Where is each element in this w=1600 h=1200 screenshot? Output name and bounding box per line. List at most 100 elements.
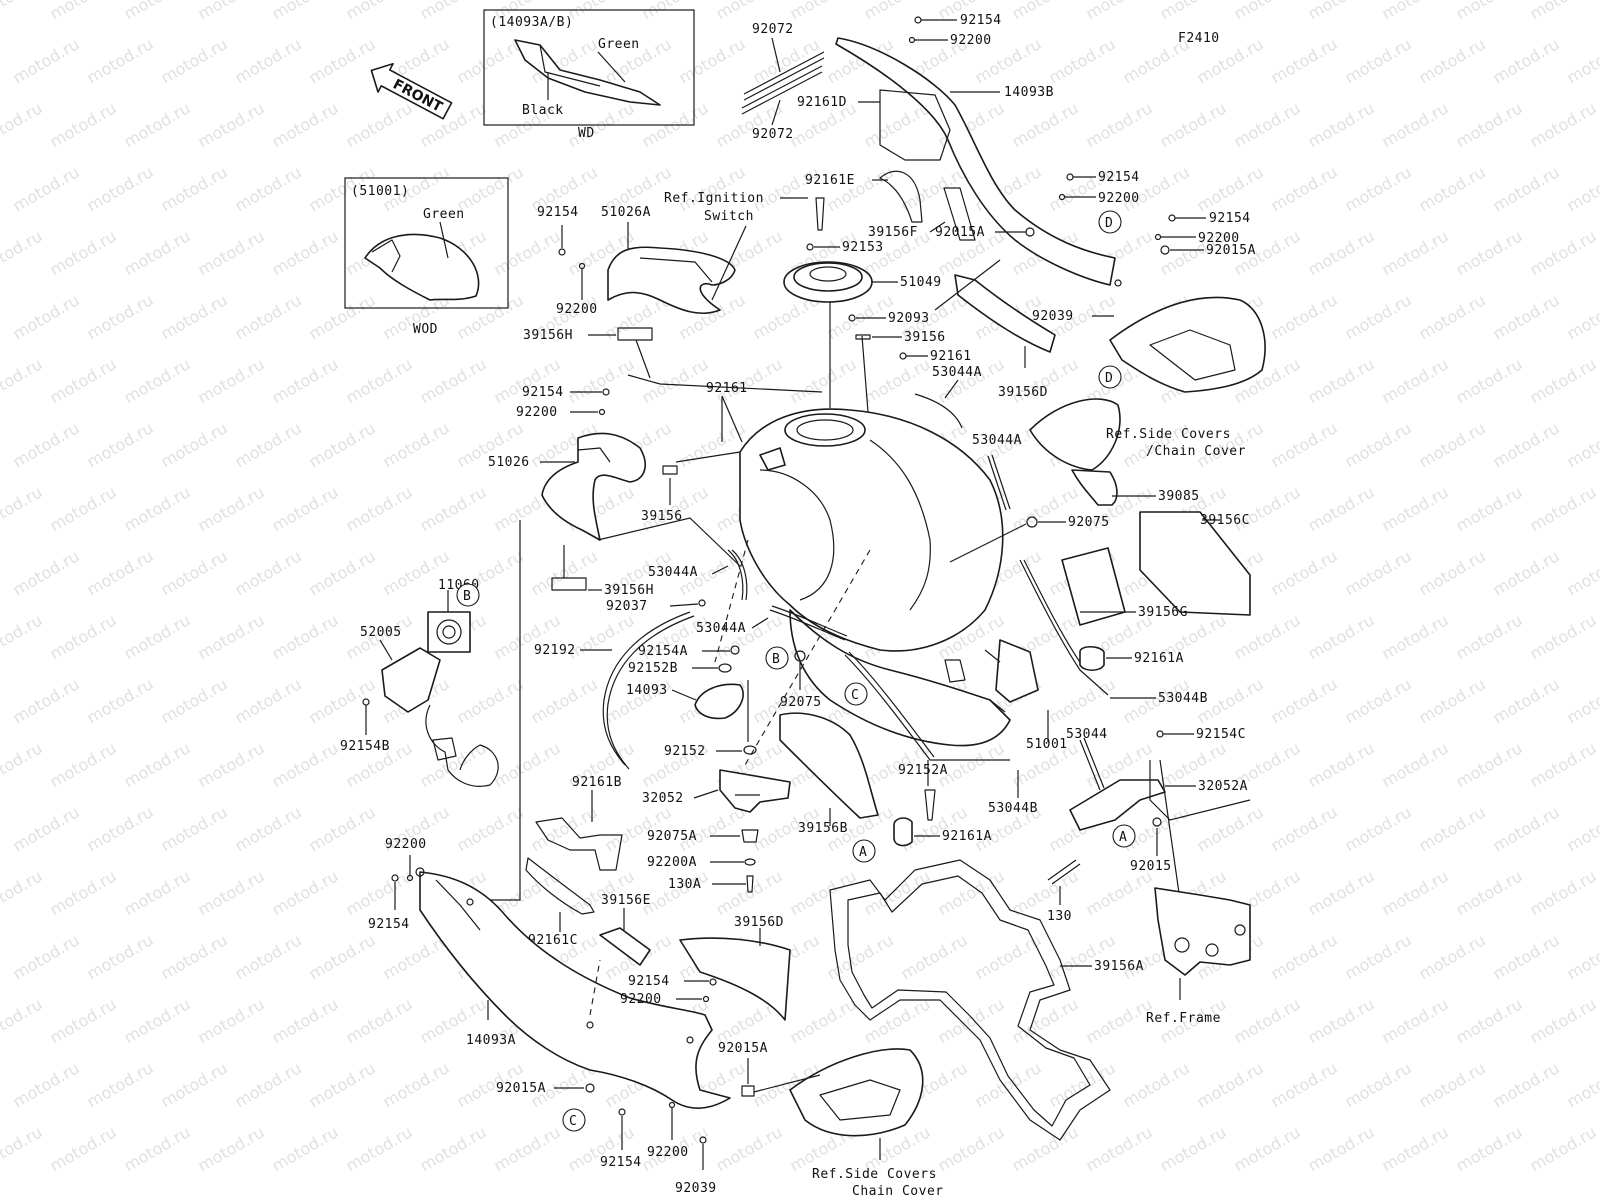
watermark-text: motod.ru (1379, 98, 1452, 151)
strips-53044A-left: 53044A 92037 53044A (606, 549, 848, 641)
label-14093: 14093 (626, 683, 668, 698)
watermark-text: motod.ru (1453, 0, 1526, 23)
label-92200-d: 92200 (556, 302, 598, 317)
watermark-text: motod.ru (676, 418, 749, 471)
callout-A1-icon: A (852, 839, 876, 863)
watermark-text: motod.ru (1305, 866, 1378, 919)
label-92200-c: 92200 (1198, 231, 1240, 246)
label-92039-a: 92039 (1032, 309, 1074, 324)
label-92037: 92037 (606, 599, 648, 614)
watermark-text: motod.ru (1379, 1122, 1452, 1175)
watermark-text: motod.ru (232, 546, 305, 599)
watermark-text: motod.ru (306, 290, 379, 343)
svg-text:D: D (1105, 371, 1113, 386)
watermark-text: motod.ru (787, 354, 860, 407)
watermark-text: motod.ru (306, 34, 379, 87)
strips-53044A-right: 53044A 53044A 92161 (706, 365, 1021, 511)
label-92161A-b: 92161A (942, 829, 992, 844)
label-92154-g: 92154 (628, 974, 670, 989)
watermark-text: motod.ru (639, 0, 712, 23)
watermark-text: motod.ru (1490, 1058, 1563, 1111)
watermark-text: motod.ru (1305, 610, 1378, 663)
watermark-text: motod.ru (0, 98, 46, 151)
watermark-text: motod.ru (1527, 98, 1600, 151)
watermark-text: motod.ru (158, 290, 231, 343)
watermark-text: motod.ru (1305, 1122, 1378, 1175)
watermark-text: motod.ru (1342, 930, 1415, 983)
watermark-text: motod.ru (121, 0, 194, 23)
watermark-text: motod.ru (1268, 930, 1341, 983)
label-92015A-a: 92015A (935, 225, 985, 240)
watermark-text: motod.ru (195, 738, 268, 791)
label-92015: 92015 (1130, 859, 1172, 874)
watermark-text: motod.ru (0, 0, 46, 23)
inset-wd-green-label: Green (598, 37, 640, 52)
inset-wod-header: (51001) (351, 184, 409, 199)
watermark-text: motod.ru (269, 866, 342, 919)
svg-text:B: B (463, 589, 471, 604)
sensor-assembly-52005: 11060 52005 92154B (340, 578, 499, 787)
watermark-text: motod.ru (1416, 418, 1489, 471)
svg-text:A: A (859, 845, 867, 860)
watermark-text: motod.ru (1231, 994, 1304, 1047)
label-92161D: 92161D (797, 95, 847, 110)
label-39156B: 39156B (798, 821, 848, 836)
watermark-text: motod.ru (1564, 418, 1600, 471)
watermark-text: motod.ru (121, 994, 194, 1047)
watermark-text: motod.ru (0, 994, 46, 1047)
watermark-text: motod.ru (1564, 1058, 1600, 1111)
watermark-text: motod.ru (417, 0, 490, 23)
label-39156D-a: 39156D (998, 385, 1048, 400)
watermark-text: motod.ru (1490, 674, 1563, 727)
watermark-text: motod.ru (10, 674, 83, 727)
label-51026A: 51026A (601, 205, 651, 220)
watermark-text: motod.ru (10, 162, 83, 215)
watermark-text: motod.ru (1416, 1058, 1489, 1111)
cowl-51026A: 92154 92200 51026A 39156H (523, 205, 736, 379)
watermark-text: motod.ru (1453, 226, 1526, 279)
label-92192: 92192 (534, 643, 576, 658)
watermark-text: motod.ru (10, 546, 83, 599)
watermark-text: motod.ru (417, 1122, 490, 1175)
watermark-text: motod.ru (0, 866, 46, 919)
watermark-text: motod.ru (1268, 674, 1341, 727)
watermark-text: motod.ru (1342, 546, 1415, 599)
watermark-text: motod.ru (1416, 546, 1489, 599)
label-39156G: 39156G (1138, 605, 1188, 620)
watermark-text: motod.ru (0, 738, 46, 791)
inset-wd-variant: WD (578, 126, 595, 141)
watermark-text: motod.ru (47, 226, 120, 279)
watermark-text: motod.ru (10, 418, 83, 471)
watermark-text: motod.ru (232, 930, 305, 983)
watermark-text: motod.ru (1379, 226, 1452, 279)
watermark-text: motod.ru (1453, 866, 1526, 919)
watermark-text: motod.ru (454, 674, 527, 727)
watermark-text: motod.ru (1157, 0, 1230, 23)
watermark-text: motod.ru (343, 1122, 416, 1175)
watermark-text: motod.ru (10, 930, 83, 983)
ref-frame: Ref.Frame (1146, 887, 1251, 1026)
watermark-text: motod.ru (1268, 34, 1341, 87)
ref-ignition-l2: Switch (704, 209, 754, 224)
watermark-text: motod.ru (1083, 866, 1156, 919)
label-52005: 52005 (360, 625, 402, 640)
label-53044A-d: 53044A (696, 621, 746, 636)
ref-ignition-l1: Ref.Ignition (664, 191, 764, 206)
watermark-text: motod.ru (306, 930, 379, 983)
watermark-text: motod.ru (47, 98, 120, 151)
center-callouts: 92075 (780, 650, 821, 710)
watermark-text: motod.ru (380, 418, 453, 471)
watermark-text: motod.ru (47, 866, 120, 919)
watermark-text: motod.ru (195, 1122, 268, 1175)
watermark-text: motod.ru (1342, 290, 1415, 343)
watermark-text: motod.ru (1416, 162, 1489, 215)
watermark-text: motod.ru (1046, 34, 1119, 87)
callout-B2-icon: B (765, 646, 789, 670)
watermark-text: motod.ru (47, 482, 120, 535)
label-92152B: 92152B (628, 661, 678, 676)
watermark-text: motod.ru (1527, 994, 1600, 1047)
watermark-text: motod.ru (1083, 0, 1156, 23)
watermark-text: motod.ru (0, 610, 46, 663)
watermark-text: motod.ru (1046, 1058, 1119, 1111)
shape-39156D: 39156D (679, 915, 791, 1021)
